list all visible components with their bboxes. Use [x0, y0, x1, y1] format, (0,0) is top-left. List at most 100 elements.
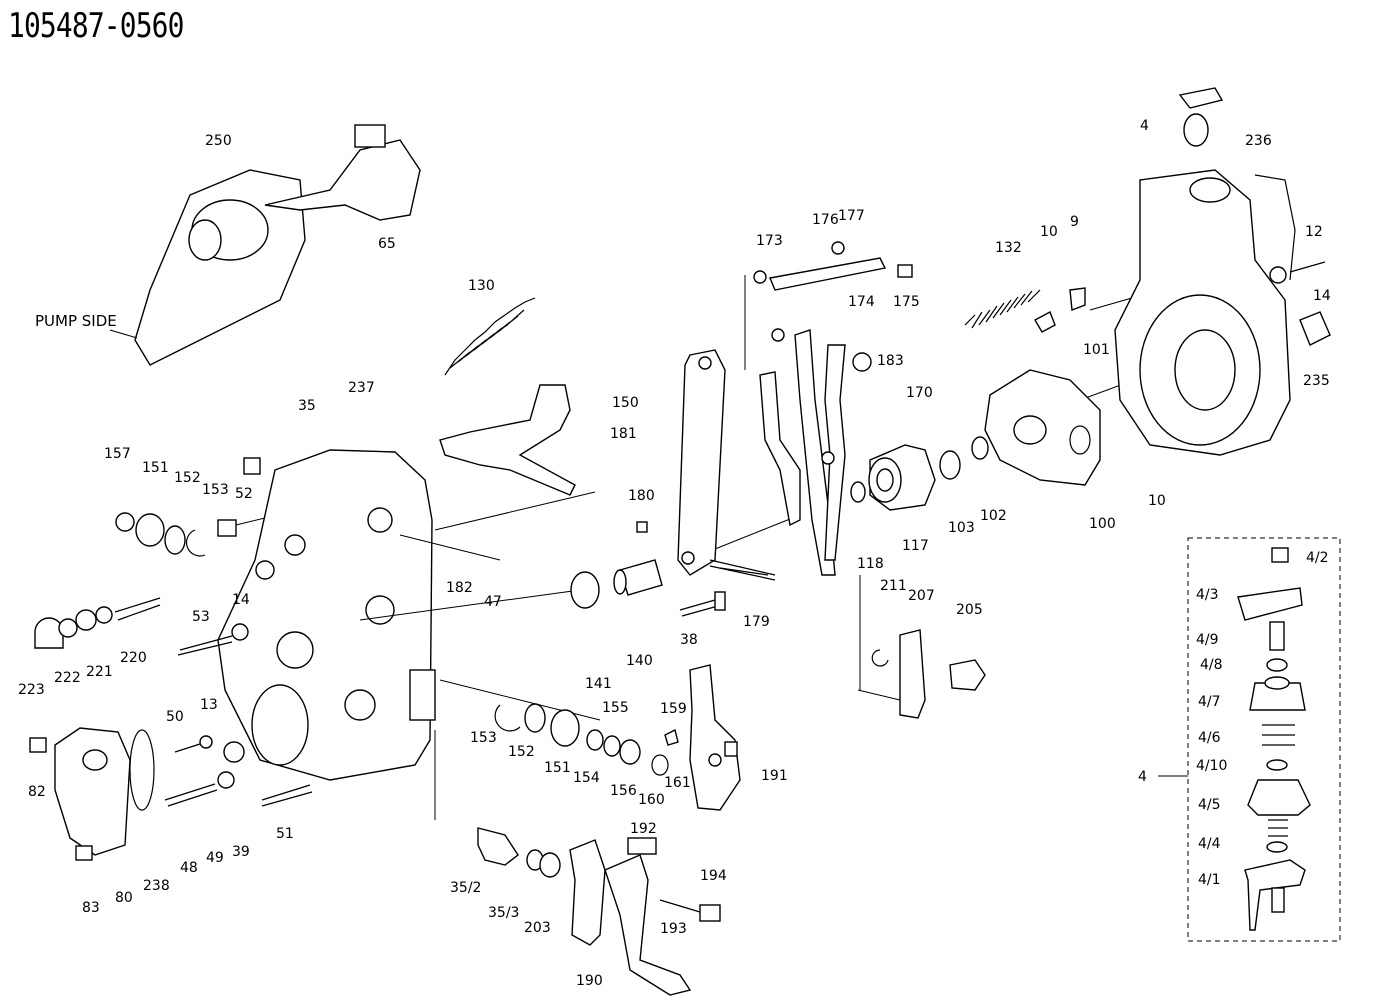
part-label: 176 — [812, 212, 839, 228]
part-label: 51 — [276, 826, 294, 842]
part-label: 180 — [628, 488, 655, 504]
governor-spring-130 — [444, 297, 536, 376]
part-label: 173 — [756, 233, 783, 249]
pump-side-label: PUMP SIDE — [35, 312, 117, 330]
part-label: 101 — [1083, 342, 1110, 358]
part-label: 140 — [626, 653, 653, 669]
part-label: 222 — [54, 670, 81, 686]
part-label: 102 — [980, 508, 1007, 524]
part-label: 236 — [1245, 133, 1272, 149]
left-fasteners — [34, 457, 313, 807]
diagram-title: 105487-0560 — [8, 6, 184, 46]
part-label: 141 — [585, 676, 612, 692]
part-label: 14 — [232, 592, 250, 608]
part-label: 211 — [880, 578, 907, 594]
part-label: 174 — [848, 294, 875, 310]
governor-sleeve-117 — [850, 436, 989, 511]
tension-lever-150 — [439, 384, 576, 496]
part-label: 183 — [877, 353, 904, 369]
part-label: 153 — [202, 482, 229, 498]
part-4-exploded-box — [1158, 537, 1341, 942]
part-label: 39 — [232, 844, 250, 860]
adjusting-screw-parts-151 — [494, 703, 679, 776]
part-label: 4 — [1138, 769, 1147, 785]
lever-191 — [689, 664, 741, 811]
part-label: 179 — [743, 614, 770, 630]
part-label: 4/5 — [1198, 797, 1221, 813]
part-label: 80 — [115, 890, 133, 906]
part-label: 4/9 — [1196, 632, 1219, 648]
part-label: 238 — [143, 878, 170, 894]
part-label: 4/6 — [1198, 730, 1221, 746]
part-label: 160 — [638, 792, 665, 808]
part-label: 235 — [1303, 373, 1330, 389]
part-label: 151 — [142, 460, 169, 476]
adjusting-parts-140 — [570, 559, 769, 617]
governor-cover-35 — [217, 449, 436, 781]
part-label: 161 — [664, 775, 691, 791]
part-label: 100 — [1089, 516, 1116, 532]
part-label: 4/7 — [1198, 694, 1221, 710]
part-label: 203 — [524, 920, 551, 936]
part-label: 10 — [1040, 224, 1058, 240]
part-label: 220 — [120, 650, 147, 666]
part-label: 48 — [180, 860, 198, 876]
part-label: 38 — [680, 632, 698, 648]
part-label: 207 — [908, 588, 935, 604]
part-label: 181 — [610, 426, 637, 442]
part-label: 53 — [192, 609, 210, 625]
part-label: 152 — [508, 744, 535, 760]
linkage-levers-170 — [759, 328, 872, 576]
adjusting-bolt-35-2 — [477, 827, 561, 878]
part-label: 154 — [573, 770, 600, 786]
part-label: 82 — [28, 784, 46, 800]
part-label: 83 — [82, 900, 100, 916]
part-label: 35/3 — [488, 905, 519, 921]
part-label: 170 — [906, 385, 933, 401]
part-label: 47 — [484, 594, 502, 610]
part-label: 4 — [1140, 118, 1149, 134]
part-label: 190 — [576, 973, 603, 989]
part-label: 10 — [1148, 493, 1166, 509]
part-label: 12 — [1305, 224, 1323, 240]
part-label: 194 — [700, 868, 727, 884]
flyweight-holder-100 — [984, 369, 1101, 486]
part-label: 250 — [205, 133, 232, 149]
part-label: 156 — [610, 783, 637, 799]
part-label: 192 — [630, 821, 657, 837]
part-label: 182 — [446, 580, 473, 596]
part-label: 13 — [200, 697, 218, 713]
part-label: 153 — [470, 730, 497, 746]
part-label: 237 — [348, 380, 375, 396]
part-label: 130 — [468, 278, 495, 294]
part-label: 103 — [948, 520, 975, 536]
part-label: 52 — [235, 486, 253, 502]
part-label: 155 — [602, 700, 629, 716]
stop-lever-207 — [857, 629, 986, 719]
part-label: 191 — [761, 768, 788, 784]
part-label: 117 — [902, 538, 929, 554]
part-label: 152 — [174, 470, 201, 486]
link-174 — [753, 241, 913, 291]
part-label: 50 — [166, 709, 184, 725]
part-label: 159 — [660, 701, 687, 717]
part-label: 4/4 — [1198, 836, 1221, 852]
part-label: 157 — [104, 446, 131, 462]
governor-housing-10 — [1114, 87, 1331, 456]
part-label: 205 — [956, 602, 983, 618]
part-label: 4/10 — [1196, 758, 1227, 774]
control-lever-181 — [636, 349, 776, 581]
part-label: 175 — [893, 294, 920, 310]
part-label: 4/3 — [1196, 587, 1219, 603]
lever-190 — [569, 837, 721, 996]
governor-spring-132 — [964, 287, 1086, 333]
part-label: 65 — [378, 236, 396, 252]
part-label: 14 — [1313, 288, 1331, 304]
part-label: 223 — [18, 682, 45, 698]
part-label: 49 — [206, 850, 224, 866]
part-label: 151 — [544, 760, 571, 776]
part-label: 193 — [660, 921, 687, 937]
part-label: 35/2 — [450, 880, 481, 896]
